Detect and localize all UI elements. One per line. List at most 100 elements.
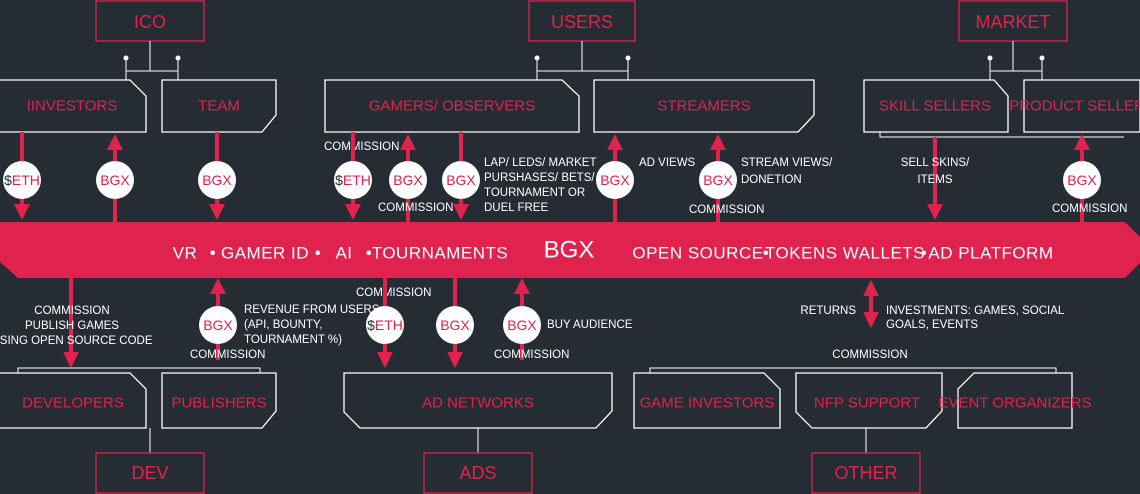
note-commission: COMMISSION — [689, 204, 764, 216]
node-developers-label: DEVELOPERS — [22, 395, 124, 412]
note-commission: COMMISSION — [324, 141, 399, 153]
token-bgx: BGX — [96, 161, 134, 199]
node-skill-sellers-label: SKILL SELLERS — [879, 98, 991, 115]
note-lap-line: LAP/ LEDS/ MARKET — [484, 157, 596, 169]
category-ico-label: ICO — [134, 12, 166, 32]
note-commission: COMMISSION — [832, 349, 907, 361]
token-eth-label: $ETH — [367, 317, 403, 333]
token-bgx: BGX — [198, 161, 236, 199]
token-eth-label: $ETH — [335, 172, 371, 188]
note-stream-views: DONETION — [741, 174, 802, 186]
note-commission: COMMISSION — [494, 349, 569, 361]
node-ad-networks: AD NETWORKS — [343, 372, 613, 429]
token-bgx-label: BGX — [703, 172, 733, 188]
connector-dev — [17, 367, 261, 373]
token-bgx-label: BGX — [202, 172, 232, 188]
category-dev: DEV — [95, 452, 205, 494]
category-users: USERS — [528, 0, 636, 42]
category-market: MARKET — [958, 0, 1068, 42]
category-users-label: USERS — [551, 12, 613, 32]
note-lap-line: TOURNAMENT OR — [484, 187, 585, 199]
band-open-source: OPEN SOURCE — [632, 244, 763, 263]
node-publishers-label: PUBLISHERS — [171, 395, 266, 412]
token-bgx-label: BGX — [1067, 172, 1097, 188]
node-event-organizers: EVENT ORGANIZERS — [938, 372, 1092, 429]
note-investments: GOALS, EVENTS — [886, 319, 978, 331]
category-other-label: OTHER — [835, 463, 898, 483]
token-bgx-label: BGX — [393, 172, 423, 188]
note-publish-games: PUBLISH GAMES — [25, 320, 119, 332]
category-other: OTHER — [811, 452, 921, 494]
bgx-band: VR • GAMER ID • AI • TOURNAMENTS BGX OPE… — [0, 222, 1140, 278]
note-revenue: TOURNAMENT %) — [244, 334, 342, 346]
band-tournaments: TOURNAMENTS — [372, 244, 508, 263]
note-revenue: (API, BOUNTY, — [244, 319, 322, 331]
category-ads-label: ADS — [459, 463, 496, 483]
token-eth: $ETH — [334, 161, 372, 199]
node-product-sellers-label: PRODUCT SELLERS — [1009, 98, 1140, 115]
token-bgx: BGX — [199, 306, 237, 344]
token-bgx: BGX — [596, 161, 634, 199]
category-ico: ICO — [95, 0, 205, 42]
token-bgx-label: BGX — [600, 172, 630, 188]
band-tokens-wallets: TOKENS WALLETS — [765, 244, 925, 263]
token-bgx: BGX — [1063, 161, 1101, 199]
node-event-organizers-label: EVENT ORGANIZERS — [938, 395, 1091, 412]
note-lap: LAP/ LEDS/ MARKET PURSHASES/ BETS/ TOURN… — [484, 157, 596, 214]
band-separator: • — [210, 244, 216, 263]
node-nfp-support: NFP SUPPORT — [795, 372, 943, 429]
band-ad-platform: AD PLATFORM — [928, 244, 1053, 263]
token-bgx-label: BGX — [446, 172, 476, 188]
note-investments: INVESTMENTS: GAMES, SOCIAL — [886, 305, 1065, 317]
connector-market — [987, 41, 1045, 80]
node-team: TEAM — [161, 79, 277, 133]
note-ad-views: AD VIEWS — [639, 157, 696, 169]
note-returns: RETURNS — [800, 305, 856, 317]
note-revenue: REVENUE FROM USERS — [244, 304, 380, 316]
note-sell-skins: SELL SKINS/ — [901, 157, 970, 169]
node-ad-networks-label: AD NETWORKS — [422, 395, 534, 412]
band-vr: VR — [173, 244, 198, 263]
token-eth: $ETH — [366, 306, 404, 344]
note-dev-commission: COMMISSION — [34, 305, 109, 317]
node-developers: DEVELOPERS — [0, 372, 147, 429]
note-stream-views: STREAM VIEWS/ — [741, 157, 833, 169]
node-gamers: GAMERS/ OBSERVERS — [324, 79, 580, 133]
category-ads: ADS — [423, 452, 533, 494]
token-bgx: BGX — [436, 306, 474, 344]
node-nfp-support-label: NFP SUPPORT — [814, 395, 920, 412]
category-market-label: MARKET — [975, 12, 1050, 32]
band-separator: • — [921, 244, 927, 263]
band-center-bgx: BGX — [544, 237, 595, 264]
note-open-source-code: USING OPEN SOURCE CODE — [0, 335, 153, 347]
token-bgx: BGX — [442, 161, 480, 199]
note-lap-line: DUEL FREE — [484, 202, 548, 214]
node-game-investors-label: GAME INVESTORS — [640, 395, 775, 412]
node-investors-label: IINVESTORS — [27, 98, 118, 115]
connector-other — [649, 367, 1057, 373]
node-game-investors: GAME INVESTORS — [633, 372, 781, 429]
node-skill-sellers: SKILL SELLERS — [863, 79, 1124, 138]
band-ai: AI — [335, 244, 352, 263]
band-separator: • — [366, 244, 372, 263]
node-investors: IINVESTORS — [0, 79, 147, 133]
connector-users — [534, 41, 631, 80]
token-bgx: BGX — [389, 161, 427, 199]
node-streamers-label: STREAMERS — [657, 98, 750, 115]
band-separator: • — [763, 244, 769, 263]
token-bgx-label: BGX — [100, 172, 130, 188]
band-gamer-id: GAMER ID — [221, 244, 309, 263]
token-bgx: BGX — [503, 306, 541, 344]
token-eth-label: $ETH — [4, 172, 40, 188]
node-streamers: STREAMERS — [593, 79, 815, 133]
note-buy-audience: BUY AUDIENCE — [547, 319, 633, 331]
connector-ico — [123, 41, 181, 80]
token-bgx-label: BGX — [440, 317, 470, 333]
node-team-label: TEAM — [198, 98, 240, 115]
node-product-sellers: PRODUCT SELLERS — [1009, 79, 1140, 133]
node-publishers: PUBLISHERS — [161, 372, 277, 429]
category-dev-label: DEV — [131, 463, 168, 483]
node-gamers-label: GAMERS/ OBSERVERS — [369, 98, 535, 115]
